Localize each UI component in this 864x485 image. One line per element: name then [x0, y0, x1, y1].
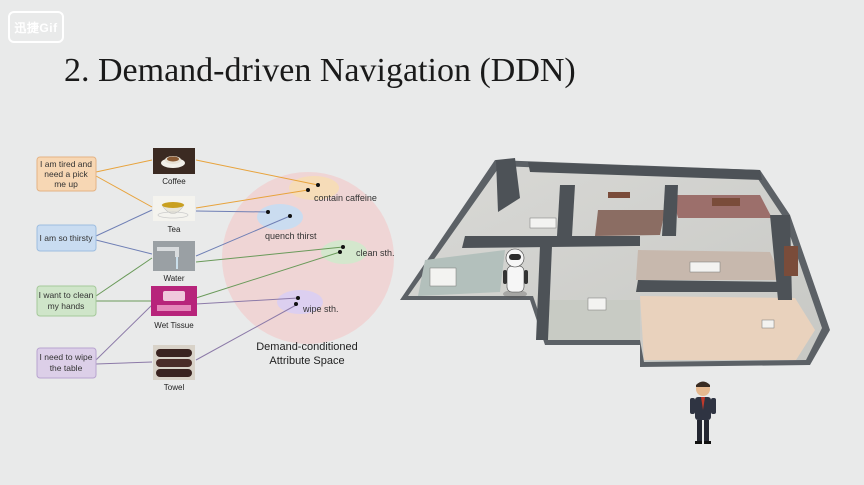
demand-line: I am so thirsty — [40, 233, 94, 243]
attribute-clean: clean sth. — [321, 240, 395, 264]
object-coffee: Coffee — [153, 148, 195, 186]
object-tea: Tea — [153, 196, 195, 234]
attribute-label: clean sth. — [356, 248, 395, 258]
object-attribute-links — [195, 159, 344, 361]
robot-icon — [503, 248, 528, 298]
object-label: Towel — [164, 383, 185, 392]
demand-line: I am tired and — [40, 159, 92, 169]
object-label: Wet Tissue — [154, 321, 194, 330]
demand-line: the table — [50, 363, 83, 373]
demand-line: need a pick — [44, 169, 88, 179]
object-label: Tea — [168, 225, 181, 234]
object-wet-tissue: Wet Tissue — [151, 286, 197, 330]
demand-box-clean-hands: I want to clean my hands — [36, 285, 97, 317]
object-towel: Towel — [153, 345, 195, 392]
demand-line: I need to wipe — [40, 352, 93, 362]
demand-line: me up — [54, 179, 78, 189]
attribute-wipe: wipe sth. — [277, 290, 339, 314]
demand-object-links — [95, 159, 153, 365]
demand-line: I want to clean — [39, 290, 94, 300]
coffee-cup-icon — [161, 156, 185, 168]
space-label-line-2: Attribute Space — [269, 355, 344, 367]
space-label-line-1: Demand-conditioned — [256, 341, 358, 353]
person-icon — [690, 381, 716, 444]
demand-box-wipe-table: I need to wipe the table — [36, 347, 97, 379]
attribute-label: quench thirst — [265, 231, 317, 241]
demand-box-thirsty: I am so thirsty — [36, 224, 97, 252]
object-label: Water — [163, 274, 184, 283]
towel-stack-icon — [156, 349, 192, 377]
object-label: Coffee — [162, 177, 186, 186]
demand-line: my hands — [48, 301, 85, 311]
wet-tissue-pack-icon — [157, 291, 191, 311]
water-faucet-icon — [157, 247, 179, 269]
slide-title: 2. Demand-driven Navigation (DDN) — [64, 52, 576, 89]
attribute-dots — [266, 183, 345, 306]
demand-box-tired: I am tired and need a pick me up — [36, 156, 97, 192]
attribute-label: wipe sth. — [302, 304, 339, 314]
attribute-label: contain caffeine — [314, 193, 377, 203]
object-water: Water — [153, 241, 195, 283]
watermark-logo: 迅捷Gif — [8, 11, 64, 43]
tea-cup-icon — [157, 202, 189, 219]
house-floor-plan — [400, 158, 830, 367]
